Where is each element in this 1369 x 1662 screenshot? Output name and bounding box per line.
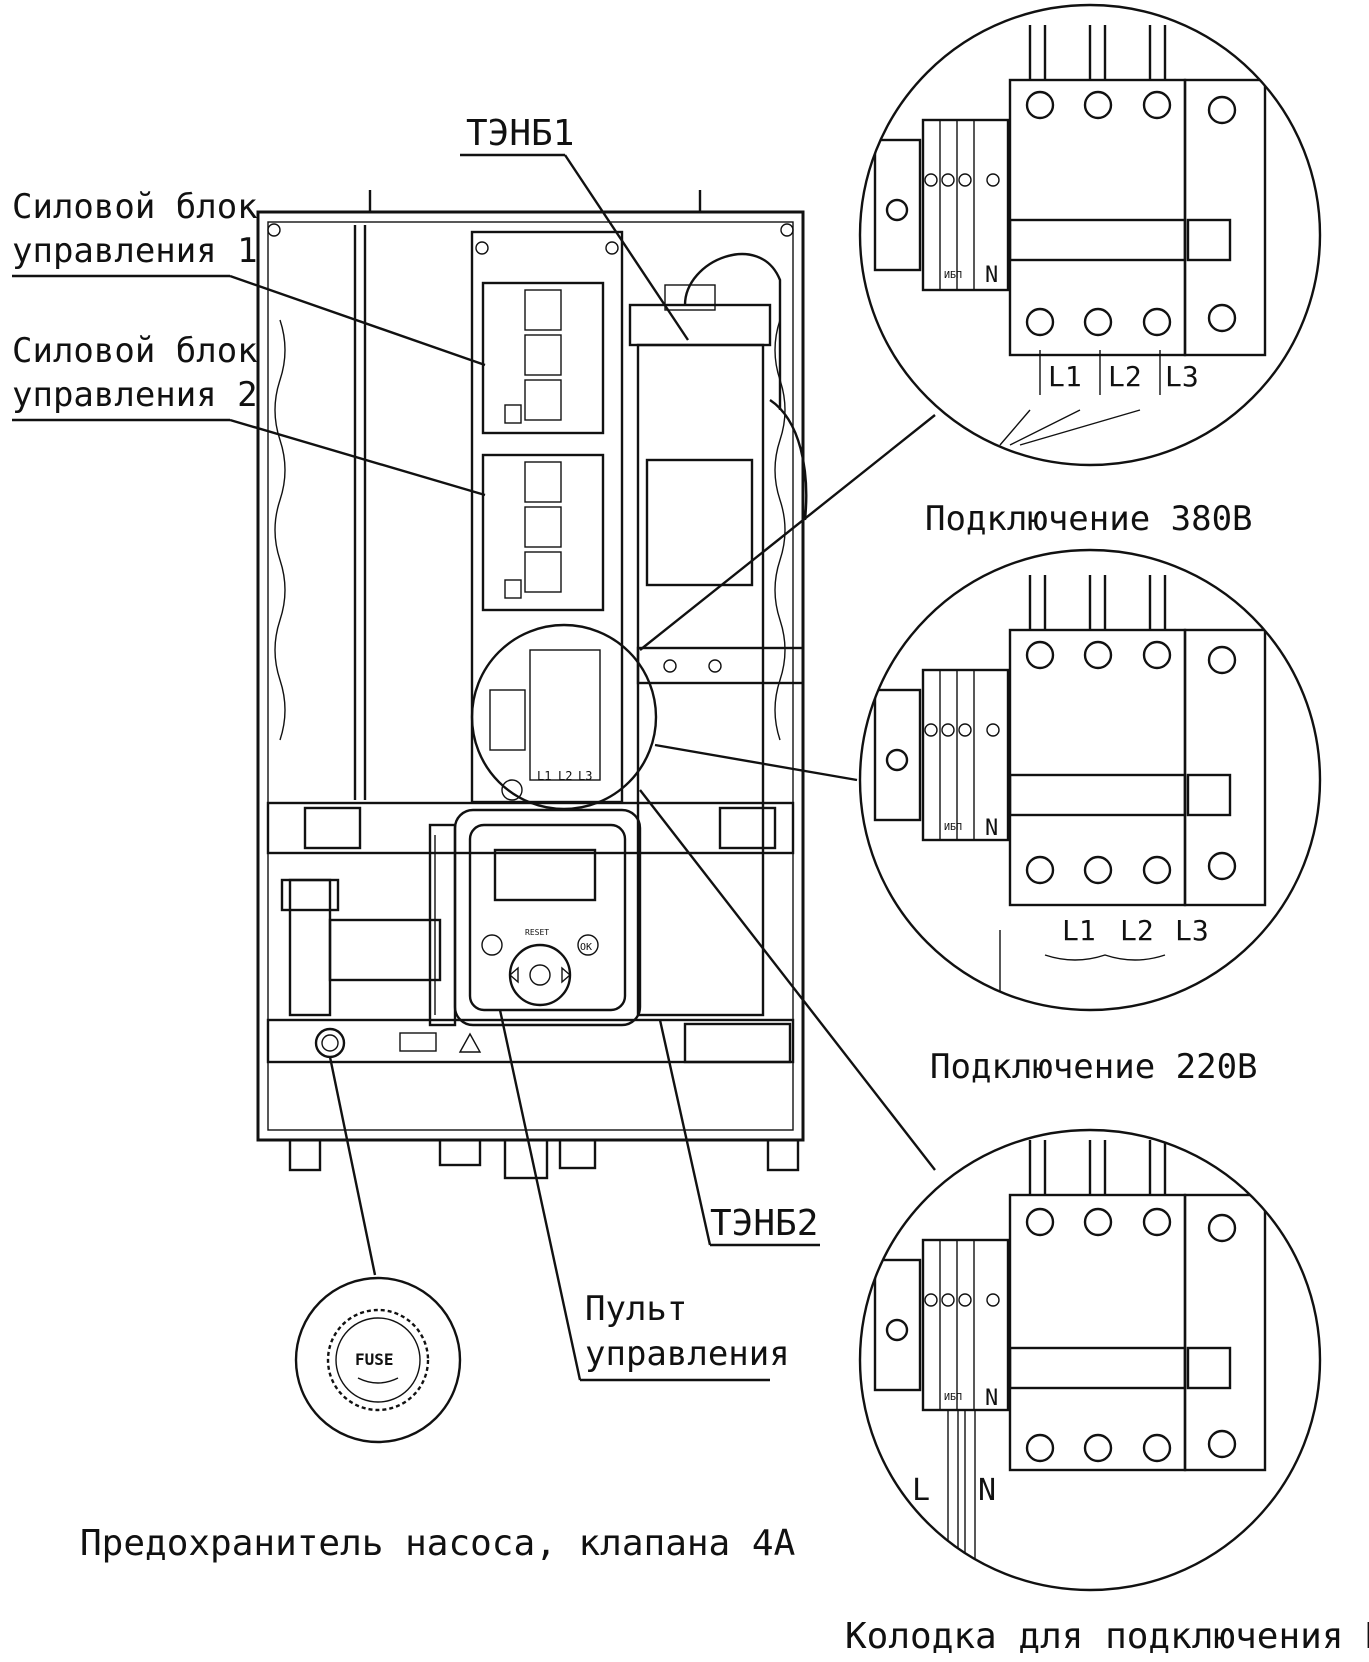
label-connection-220: Подключение 220В	[930, 1047, 1258, 1087]
svg-text:N: N	[985, 816, 998, 841]
label-power-block-2: Силовой блок управления 2	[12, 331, 486, 497]
detail-220v: L1 L2 L3 N ИБП	[858, 548, 1322, 1012]
svg-text:Пульт: Пульт	[585, 1289, 687, 1329]
svg-text:L1: L1	[1062, 914, 1096, 947]
svg-text:L: L	[912, 1473, 930, 1508]
terminal-magnifier: L1 L2 L3	[470, 623, 658, 811]
svg-text:L2: L2	[558, 769, 572, 783]
svg-text:ТЭНБ1: ТЭНБ1	[466, 113, 574, 154]
label-ups-connection: Колодка для подключения ИБП	[845, 1616, 1369, 1657]
svg-text:Силовой блок: Силовой блок	[12, 187, 258, 227]
svg-text:ИБП: ИБП	[944, 822, 962, 833]
side-terminal-strip	[428, 823, 457, 1027]
svg-text:N: N	[985, 1386, 998, 1411]
label-connection-380: Подключение 380В	[925, 499, 1253, 539]
label-control-panel: Пульт управления	[498, 1009, 790, 1382]
svg-text:Силовой блок: Силовой блок	[12, 331, 258, 371]
svg-text:L3: L3	[1175, 914, 1209, 947]
svg-text:FUSE: FUSE	[355, 1350, 394, 1369]
detail-ups: N ИБП L N	[858, 1128, 1322, 1592]
callout-leaders	[639, 414, 936, 1171]
svg-text:управления 2: управления 2	[12, 375, 258, 415]
power-block-1	[481, 281, 605, 435]
heater-tank	[628, 252, 808, 1017]
label-heater-1: ТЭНБ1	[460, 113, 689, 341]
svg-text:RESET: RESET	[525, 928, 549, 937]
svg-text:L1: L1	[1048, 360, 1082, 393]
svg-text:OK: OK	[580, 942, 592, 953]
label-heater-2: ТЭНБ2	[658, 1019, 820, 1247]
power-block-2	[481, 453, 605, 612]
label-power-block-1: Силовой блок управления 1	[12, 187, 486, 367]
control-panel: RESET OK	[453, 808, 642, 1027]
svg-text:ИБП: ИБП	[944, 270, 962, 281]
svg-text:L1: L1	[537, 769, 551, 783]
svg-text:N: N	[978, 1473, 996, 1508]
svg-text:N: N	[985, 263, 998, 288]
svg-text:L2: L2	[1120, 914, 1154, 947]
detail-380v: L1 L2 L3 N ИБП	[858, 3, 1322, 467]
svg-text:управления 1: управления 1	[12, 231, 258, 271]
svg-text:ТЭНБ2: ТЭНБ2	[710, 1203, 818, 1244]
label-fuse: Предохранитель насоса, клапана 4А	[80, 1523, 796, 1564]
svg-text:ИБП: ИБП	[944, 1392, 962, 1403]
svg-text:L3: L3	[578, 769, 592, 783]
svg-text:L2: L2	[1108, 360, 1142, 393]
fuse-detail: FUSE	[294, 1056, 462, 1444]
mounting-plate	[470, 230, 624, 804]
svg-text:управления: управления	[585, 1334, 790, 1374]
svg-text:L3: L3	[1165, 360, 1199, 393]
svg-text:Предохранитель насоса, клапана: Предохранитель насоса, клапана 4А	[80, 1523, 796, 1564]
